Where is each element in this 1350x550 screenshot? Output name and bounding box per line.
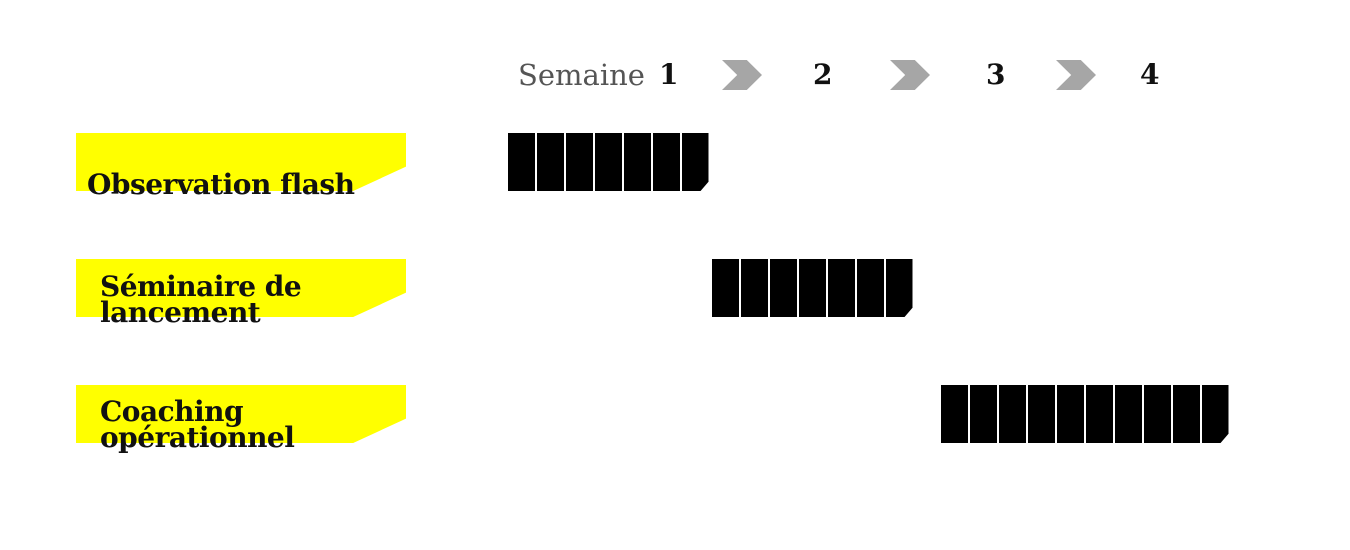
activity-bar-segment [1086,385,1113,443]
activity-label-coaching-operationnel [76,385,406,443]
activity-bar-segment [682,133,709,191]
week-1-label: 1 [659,58,679,91]
activity-label-text: Séminaire de lancement [100,270,302,329]
activity-bar-segment [857,259,884,317]
week-3-label: 3 [986,58,1006,91]
activity-bar-segment [712,259,739,317]
activity-bar-segment [1173,385,1200,443]
activity-bar-segment [1202,385,1229,443]
activity-bar-segment [653,133,680,191]
activity-bar-segment [970,385,997,443]
activity-label-line: Coaching [100,395,244,428]
activity-bar-segment [999,385,1026,443]
activity-bar-segment [566,133,593,191]
activity-bar-segment [799,259,826,317]
activity-bar-segment [770,259,797,317]
activity-label-seminaire-de-lancement [76,259,406,317]
activity-bar-segment [741,259,768,317]
activity-bar-segment [1144,385,1171,443]
week-prefix: Semaine [518,58,645,92]
activity-bar-segment [624,133,651,191]
activity-label-line: opérationnel [100,421,295,454]
activity-bar-segment [941,385,968,443]
week-2-label: 2 [813,58,833,91]
activity-bar-segment [886,259,913,317]
activity-bar-segment [1057,385,1084,443]
week-4-label: 4 [1140,58,1160,91]
activity-label-observation-flash [76,133,406,191]
activity-bar-segment [595,133,622,191]
chevron-right-icon [722,60,762,90]
chevron-right-icon [1056,60,1096,90]
activity-bar-segment [537,133,564,191]
activity-bar-segment [508,133,535,191]
chevron-right-icon [890,60,930,90]
activity-label-line: lancement [100,296,261,329]
activity-label-text: Observation flash [87,168,355,201]
week-timeline-header: Semaine 1 2 3 4 [0,56,1350,96]
activity-bar-segment [1028,385,1055,443]
activity-label-text: Coaching opérationnel [100,395,295,454]
activity-bar-segment [1115,385,1142,443]
activity-label-line: Séminaire de [100,270,302,303]
activity-bar-segment [828,259,855,317]
